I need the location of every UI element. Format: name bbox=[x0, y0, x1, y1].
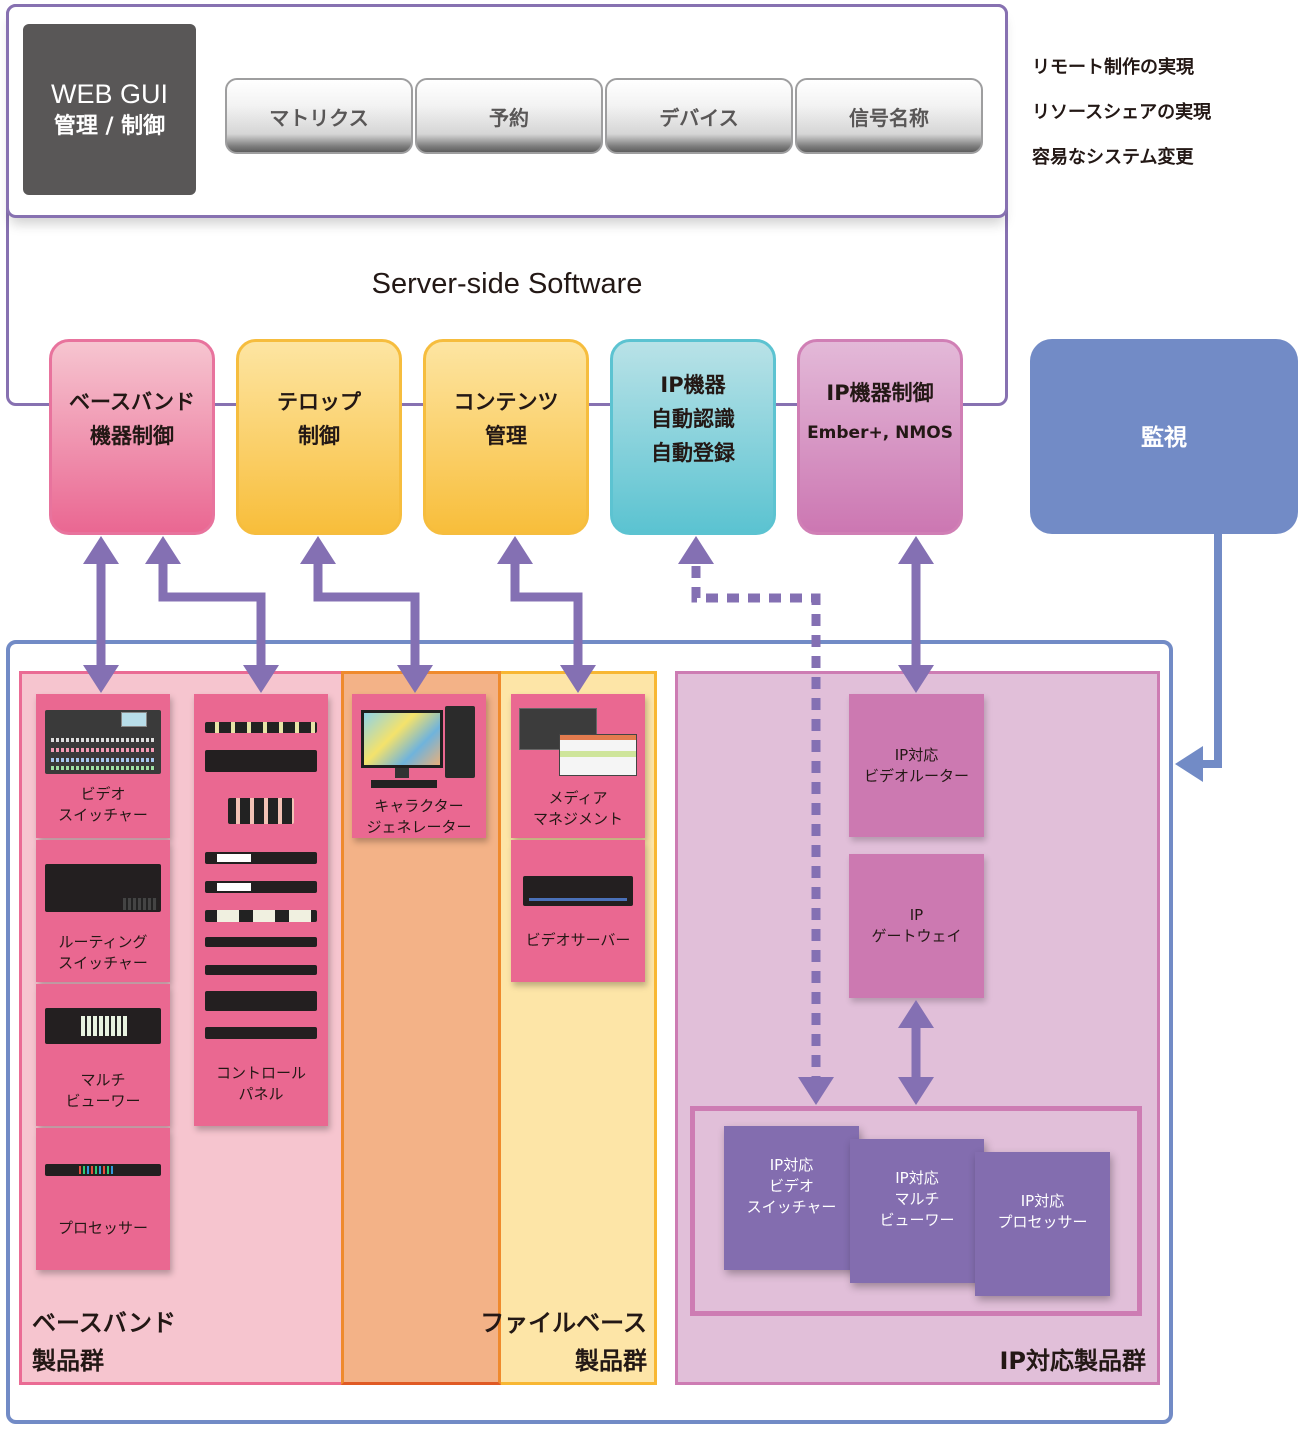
product-label: ルーティング スイッチャー bbox=[58, 933, 148, 972]
service-ip-device-control: IP機器制御 Ember+, NMOS bbox=[797, 339, 963, 535]
arrow-head-down bbox=[798, 1077, 834, 1105]
arrow-head-up bbox=[898, 536, 934, 564]
arrow-telop-to-cg-shaft bbox=[313, 560, 420, 666]
product-ip-gateway: IP ゲートウェイ bbox=[849, 854, 984, 998]
ip-devices-frame bbox=[690, 1106, 1142, 1316]
character-generator-image bbox=[361, 706, 477, 792]
service-label: 自動認識 bbox=[651, 407, 735, 431]
web-gui-badge: WEB GUI 管理 / 制御 bbox=[23, 24, 196, 195]
arrow-head-up bbox=[83, 536, 119, 564]
filebase-group-label: ファイルベース 製品群 bbox=[420, 1304, 647, 1380]
service-label: ベースバンド bbox=[69, 390, 195, 414]
service-label: IP機器制御 bbox=[826, 381, 934, 405]
processor-image bbox=[45, 1164, 161, 1176]
product-ip-multiviewer: IP対応 マルチ ビューワー bbox=[850, 1139, 984, 1283]
arrow-ip-auto-registration-dotted bbox=[691, 566, 821, 1078]
product-label: ビデオサーバー bbox=[525, 931, 631, 949]
media-management-image bbox=[519, 708, 637, 794]
service-content-management: コンテンツ 管理 bbox=[423, 339, 589, 535]
product-ip-processor: IP対応 プロセッサー bbox=[975, 1152, 1110, 1296]
product-label: プロセッサー bbox=[57, 1219, 148, 1237]
service-label: 制御 bbox=[298, 424, 340, 448]
product-label: メディア マネジメント bbox=[532, 789, 623, 828]
server-side-software-title: Server-side Software bbox=[371, 268, 643, 300]
service-label: 管理 bbox=[485, 424, 527, 448]
product-label: ビデオ スイッチャー bbox=[58, 785, 148, 824]
baseband-group-label: ベースバンド 製品群 bbox=[32, 1304, 176, 1380]
service-telop-control: テロップ 制御 bbox=[236, 339, 402, 535]
arrow-head-down bbox=[898, 1077, 934, 1105]
service-baseband-control: ベースバンド 機器制御 bbox=[49, 339, 215, 535]
service-ip-auto-registration: IP機器 自動認識 自動登録 bbox=[610, 339, 776, 535]
arrow-head-down bbox=[560, 665, 596, 693]
arrow-head-down bbox=[397, 665, 433, 693]
product-media-management: メディア マネジメント bbox=[511, 694, 645, 838]
arrow-baseband-to-control-panel-shaft bbox=[158, 560, 266, 666]
benefit-remote-production: リモート制作の実現 bbox=[1032, 57, 1194, 78]
arrow-head-down bbox=[898, 665, 934, 693]
product-processor: プロセッサー bbox=[36, 1128, 170, 1270]
monitoring-label: 監視 bbox=[1141, 424, 1187, 451]
service-label: コンテンツ bbox=[453, 390, 559, 414]
arrow-head-up bbox=[678, 536, 714, 564]
service-label: 自動登録 bbox=[651, 441, 735, 465]
arrow-head-up bbox=[898, 1000, 934, 1028]
service-protocols: Ember+, NMOS bbox=[807, 423, 953, 443]
product-character-generator: キャラクター ジェネレーター bbox=[352, 694, 486, 838]
tab-signal-name[interactable]: 信号名称 bbox=[795, 78, 983, 154]
tab-matrix[interactable]: マトリクス bbox=[225, 78, 413, 154]
product-video-server: ビデオサーバー bbox=[511, 840, 645, 982]
ip-group-label: IP対応製品群 bbox=[999, 1347, 1146, 1375]
arrow-head-down bbox=[243, 665, 279, 693]
product-control-panel: コントロール パネル bbox=[194, 694, 328, 1126]
arrow-head-left bbox=[1175, 746, 1203, 782]
benefit-resource-share: リソースシェアの実現 bbox=[1032, 102, 1212, 123]
service-label: テロップ bbox=[277, 390, 361, 414]
web-gui-subtitle: 管理 / 制御 bbox=[53, 113, 166, 139]
service-label: IP機器 bbox=[660, 373, 726, 397]
arrow-head-up bbox=[300, 536, 336, 564]
product-label: コントロール パネル bbox=[215, 1064, 306, 1103]
arrow-head-up bbox=[145, 536, 181, 564]
product-label: キャラクター ジェネレーター bbox=[366, 797, 472, 836]
product-ip-video-router: IP対応 ビデオルーター bbox=[849, 694, 984, 837]
routing-switcher-image bbox=[45, 864, 161, 912]
multiviewer-image bbox=[45, 1008, 161, 1044]
product-video-switcher: ビデオ スイッチャー bbox=[36, 694, 170, 838]
service-monitoring: 監視 bbox=[1030, 339, 1298, 534]
group-label-line: ベースバンド bbox=[32, 1309, 176, 1337]
group-label-line: 製品群 bbox=[32, 1347, 104, 1375]
product-routing-switcher: ルーティング スイッチャー bbox=[36, 840, 170, 982]
tab-device[interactable]: デバイス bbox=[605, 78, 793, 154]
video-switcher-image bbox=[45, 710, 161, 774]
arrow-head-down bbox=[83, 665, 119, 693]
arrow-content-to-media-shaft bbox=[510, 560, 583, 666]
arrow-monitoring-shaft bbox=[1200, 534, 1222, 768]
arrow-head-up bbox=[497, 536, 533, 564]
product-label: マルチ ビューワー bbox=[65, 1071, 141, 1110]
tab-reservation[interactable]: 予約 bbox=[415, 78, 603, 154]
product-multiviewer: マルチ ビューワー bbox=[36, 984, 170, 1126]
video-server-image bbox=[523, 876, 633, 906]
service-label: 機器制御 bbox=[90, 424, 174, 448]
product-ip-video-switcher: IP対応 ビデオ スイッチャー bbox=[724, 1126, 859, 1270]
web-gui-title: WEB GUI bbox=[50, 78, 168, 109]
group-label-line: 製品群 bbox=[575, 1347, 647, 1375]
control-panel-images bbox=[205, 722, 317, 1039]
group-label-line: ファイルベース bbox=[480, 1309, 647, 1337]
benefit-easy-system-change: 容易なシステム変更 bbox=[1032, 147, 1194, 168]
